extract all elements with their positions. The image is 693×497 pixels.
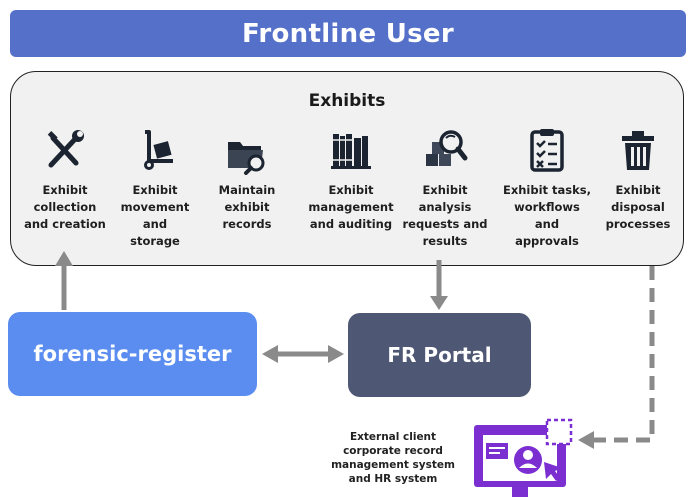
header-title: Frontline User [242,18,454,49]
clipboard-checklist-icon [522,125,572,175]
forensic-register-box: forensic-register [8,312,257,396]
forensic-register-label: forensic-register [33,342,232,366]
external-system-label: External client corporate record managem… [331,431,455,485]
hand-truck-icon [130,125,180,175]
fr-portal-box: FR Portal [348,313,531,397]
tools-icon [40,125,90,175]
folder-search-icon [222,131,272,181]
arrow-exhibits-to-external-head [578,431,594,449]
monitor-user-icon [474,418,573,497]
arrow-exhibits-to-external [592,266,655,443]
trash-icon [613,125,663,175]
arrow-register-to-exhibits-head [55,251,73,266]
frontline-user-header: Frontline User [10,10,686,57]
boxes-search-icon [420,125,470,175]
arrow-register-portal-right-head [328,345,344,363]
books-icon [326,125,376,175]
arrow-register-portal-left-head [262,345,278,363]
arrow-exhibits-to-portal-head [430,296,448,310]
panel-title: Exhibits [308,91,386,111]
fr-portal-label: FR Portal [387,343,492,367]
